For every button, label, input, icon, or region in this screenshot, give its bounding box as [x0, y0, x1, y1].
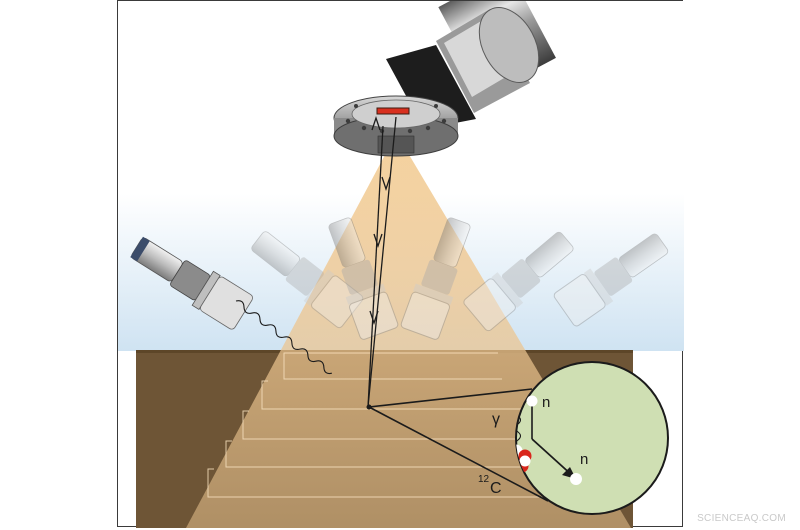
- watermark: SCIENCEAQ.COM: [697, 513, 786, 524]
- gamma-detector-icon: [130, 236, 253, 330]
- gamma-detector-icon: [553, 233, 669, 327]
- carbon-symbol-label: C: [490, 480, 502, 497]
- soil-layers: [207, 352, 578, 498]
- neutron-generator-icon: [333, 1, 556, 157]
- neutron-label-right: n: [580, 451, 588, 468]
- carbon-mass-label: 12: [478, 474, 490, 485]
- neutron-path: [367, 115, 397, 408]
- gamma-detector-icon: [400, 217, 471, 340]
- figure-panel: γ n n 12 C: [117, 0, 684, 528]
- neutron-label-top: n: [542, 394, 550, 411]
- target-window: [376, 107, 410, 115]
- gamma-detector-icon: [463, 231, 574, 332]
- gamma-detector-icon: [328, 217, 399, 340]
- gamma-label: γ: [492, 411, 500, 428]
- gamma-ray-path: [235, 300, 332, 375]
- neutron-top: [526, 395, 538, 407]
- neutron-right: [570, 473, 582, 485]
- inset-zoom: γ n n 12 C: [478, 361, 669, 515]
- gamma-detector-icon: [251, 231, 364, 329]
